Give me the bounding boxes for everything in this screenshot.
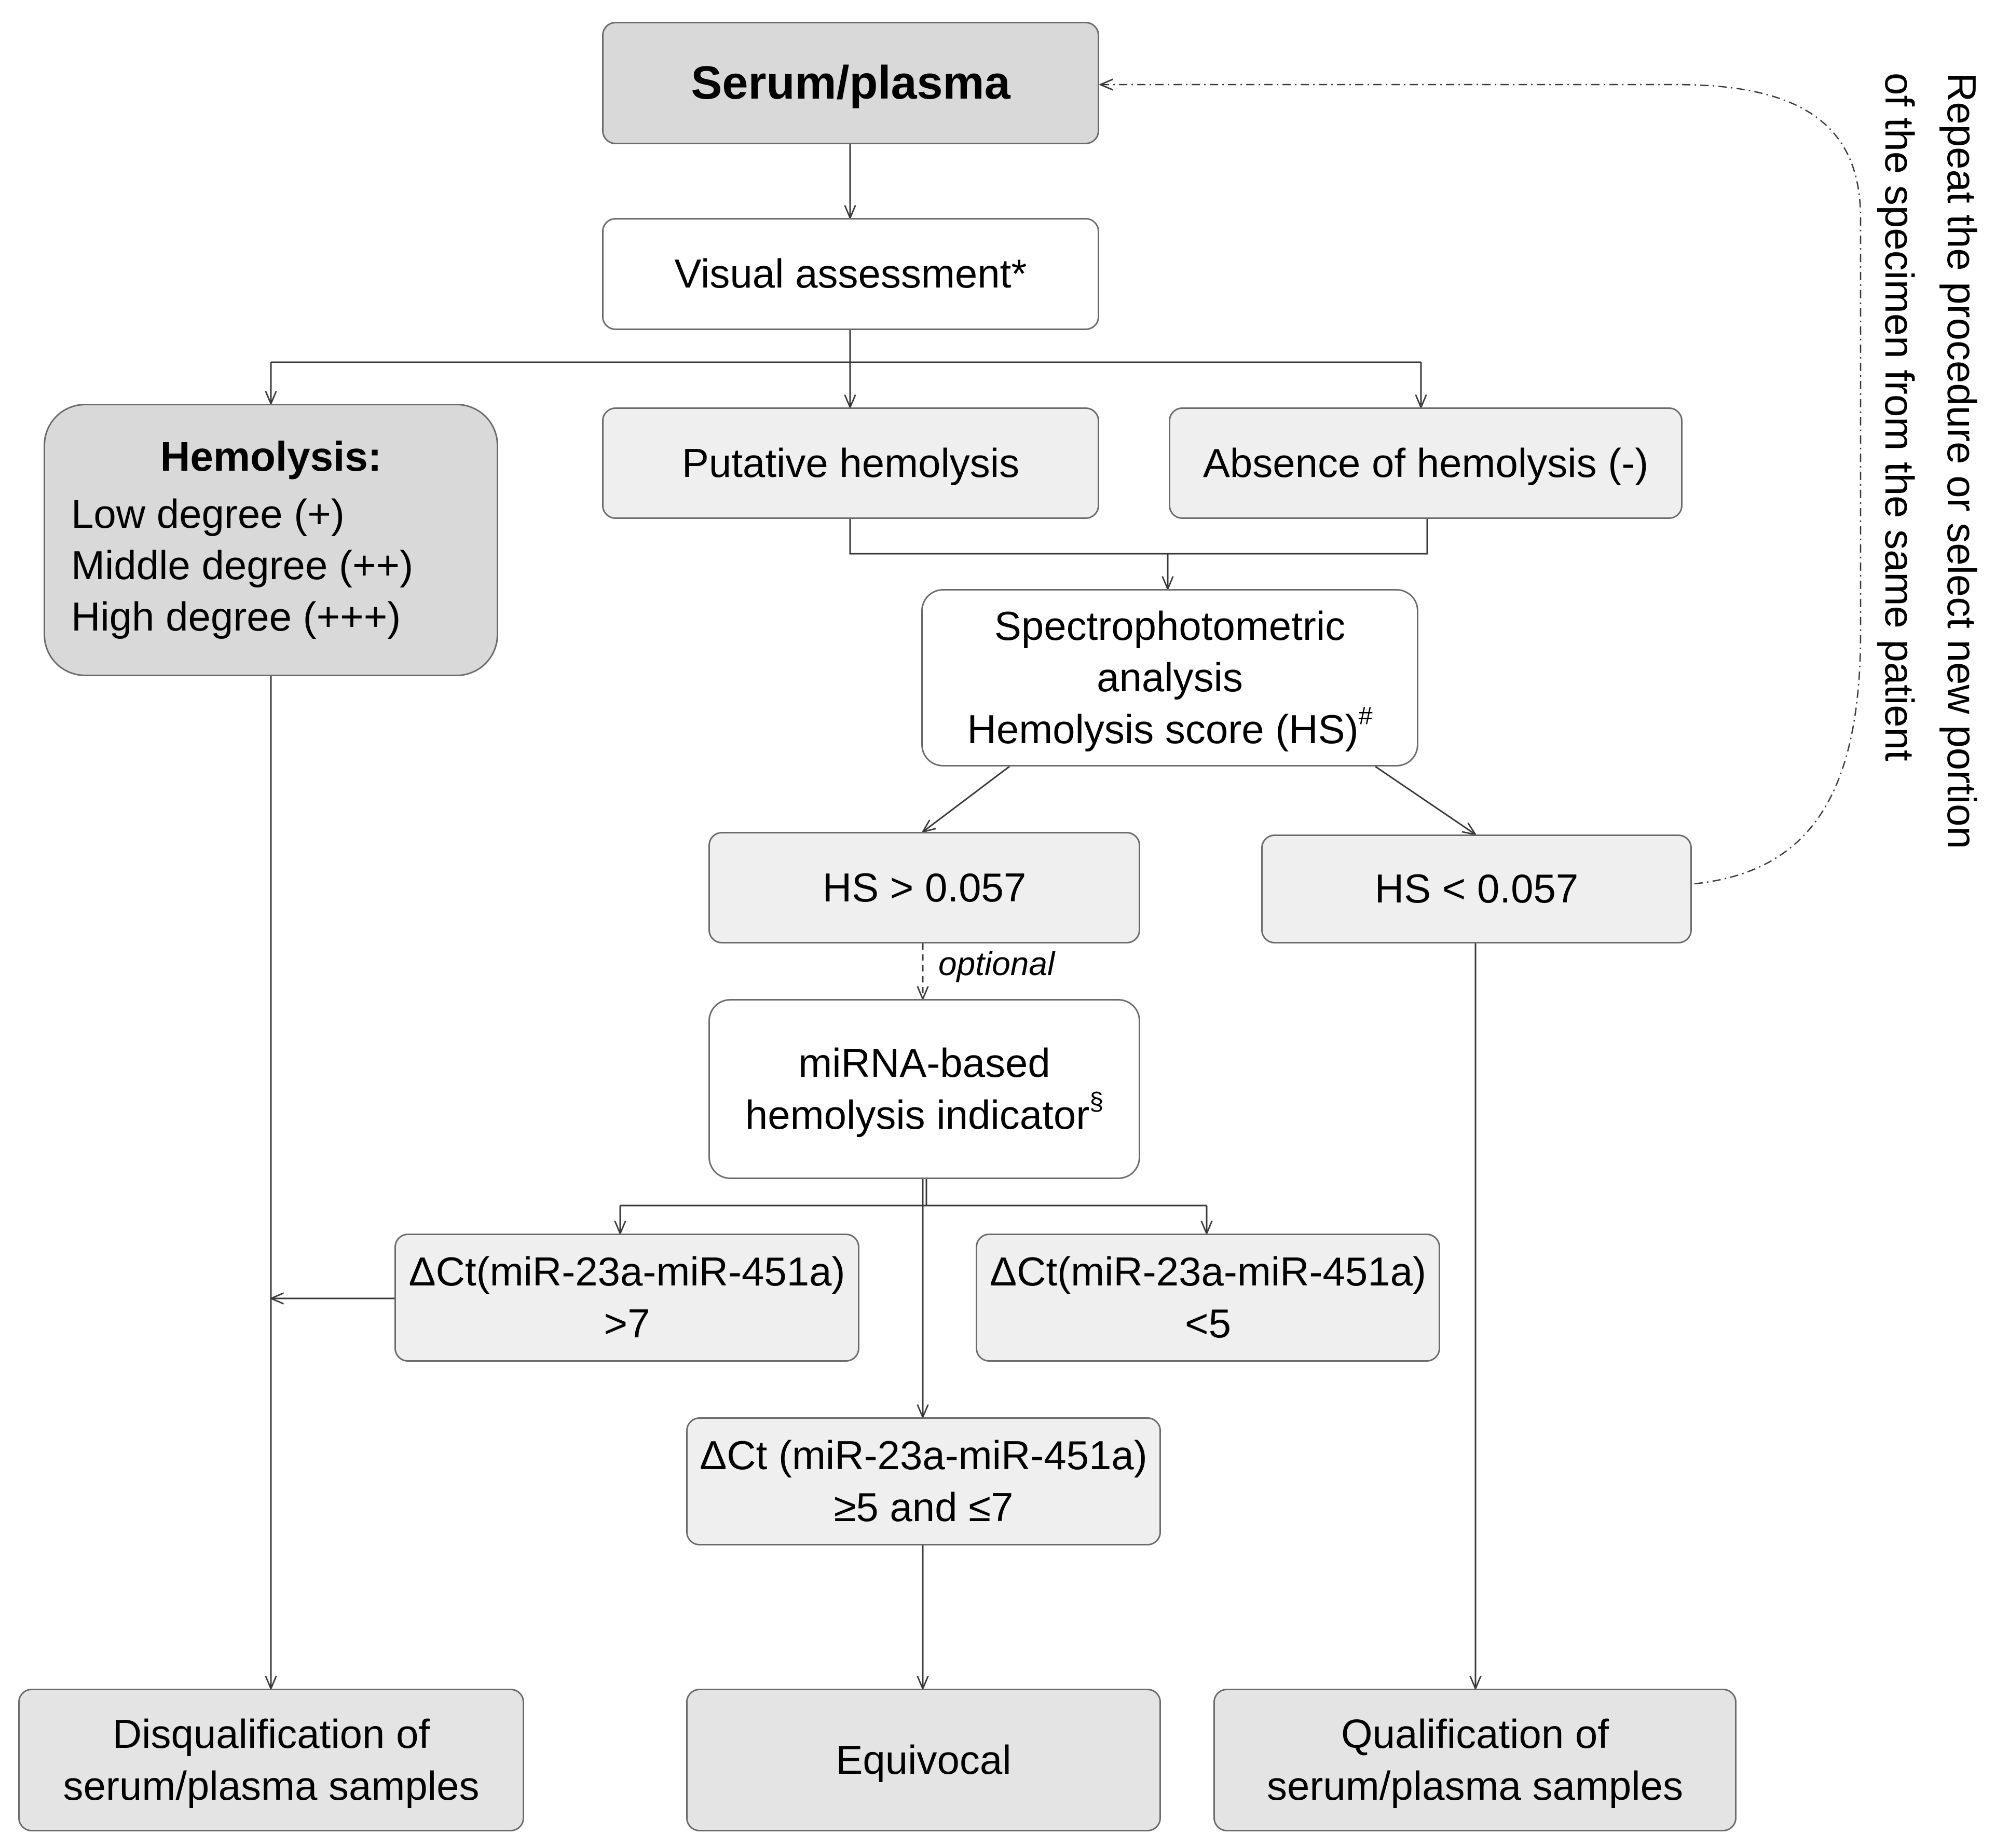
node-disqualification-line1: Disqualification of [112, 1711, 430, 1757]
node-putative-hemolysis-label: Putative hemolysis [681, 440, 1020, 486]
node-hs-low: HS < 0.057 [1261, 834, 1692, 943]
node-equivocal-label: Equivocal [836, 1736, 1012, 1783]
node-hemolysis-level-low: Low degree (+) [71, 490, 345, 537]
node-spectro-line2: analysis [1097, 654, 1243, 701]
node-qualification-line1: Qualification of [1341, 1711, 1609, 1757]
edge-spectro-to-hs-low [1375, 765, 1475, 834]
node-hs-low-label: HS < 0.057 [1374, 866, 1579, 912]
node-hs-high: HS > 0.057 [708, 832, 1140, 943]
node-spectro-line3: Hemolysis score (HS) [967, 706, 1359, 752]
node-dct-low-line2: <5 [1185, 1300, 1231, 1346]
node-dct-low: ΔCt(miR-23a-miR-451a) <5 [976, 1234, 1440, 1362]
node-hemolysis: Hemolysis: Low degree (+) Middle degree … [44, 404, 498, 676]
side-note-repeat: Repeat the procedure or select new porti… [1868, 73, 1993, 849]
node-qualification-line2: serum/plasma samples [1267, 1762, 1683, 1809]
node-absence-hemolysis: Absence of hemolysis (-) [1169, 407, 1683, 519]
node-serum-plasma-label: Serum/plasma [691, 57, 1010, 109]
node-hemolysis-level-middle: Middle degree (++) [71, 542, 414, 588]
side-note-line2: of the specimen from the same patient [1877, 73, 1922, 761]
node-putative-hemolysis: Putative hemolysis [602, 407, 1099, 519]
node-qualification: Qualification of serum/plasma samples [1213, 1689, 1737, 1831]
node-dct-high: ΔCt(miR-23a-miR-451a) >7 [394, 1234, 859, 1362]
node-dct-high-line2: >7 [604, 1300, 650, 1346]
node-dct-mid-line1: ΔCt (miR-23a-miR-451a) [700, 1432, 1147, 1479]
node-spectrophotometric: Spectrophotometric analysis Hemolysis sc… [921, 589, 1418, 766]
node-visual-assessment-label: Visual assessment [674, 251, 1012, 297]
node-serum-plasma: Serum/plasma [602, 22, 1099, 144]
node-disqualification: Disqualification of serum/plasma samples [18, 1689, 524, 1831]
node-mirna-mark: § [1089, 1087, 1104, 1116]
node-absence-hemolysis-label: Absence of hemolysis (-) [1202, 440, 1649, 486]
edge-label-optional: optional [938, 945, 1055, 982]
node-mirna-line1: miRNA-based [798, 1040, 1050, 1086]
node-spectro-line1: Spectrophotometric [994, 603, 1346, 649]
node-spectro-mark: # [1358, 702, 1373, 730]
node-dct-high-line1: ΔCt(miR-23a-miR-451a) [408, 1249, 845, 1295]
node-mirna-line2: hemolysis indicator [745, 1091, 1090, 1138]
side-note-line1: Repeat the procedure or select new porti… [1939, 73, 1985, 849]
node-equivocal: Equivocal [686, 1689, 1161, 1831]
edge-spectro-to-hs-high [923, 765, 1010, 832]
node-disqualification-line2: serum/plasma samples [63, 1762, 480, 1809]
edge-loop-repeat [1100, 85, 1862, 885]
node-hs-high-label: HS > 0.057 [822, 864, 1027, 910]
node-hemolysis-level-high: High degree (+++) [71, 593, 401, 639]
node-visual-assessment: Visual assessment* [602, 218, 1099, 330]
node-dct-low-line1: ΔCt(miR-23a-miR-451a) [990, 1249, 1426, 1295]
node-dct-mid: ΔCt (miR-23a-miR-451a) ≥5 and ≤7 [686, 1417, 1161, 1545]
edge-putative-down [849, 519, 1428, 555]
node-dct-mid-line2: ≥5 and ≤7 [833, 1484, 1014, 1530]
node-hemolysis-title: Hemolysis: [160, 433, 382, 480]
node-visual-assessment-mark: * [1011, 251, 1027, 297]
node-mirna-indicator: miRNA-based hemolysis indicator§ [708, 999, 1140, 1179]
